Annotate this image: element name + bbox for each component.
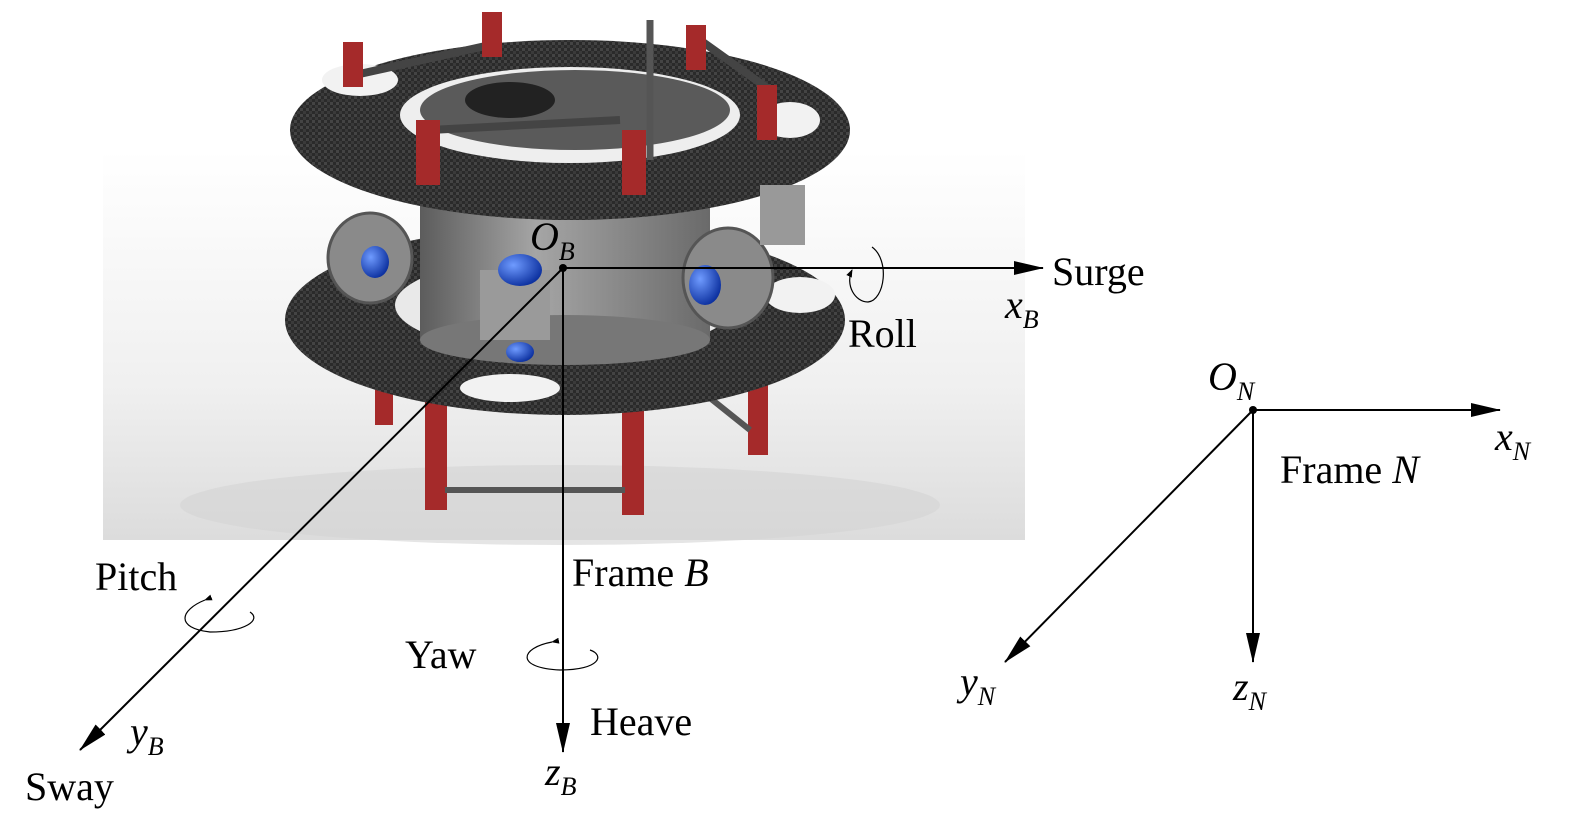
x-n-label: xN [1494, 414, 1532, 466]
upper-posts [343, 12, 777, 195]
z-n-label: zN [1232, 664, 1268, 716]
origin-b-label: OB [530, 214, 575, 266]
sway-label: Sway [25, 764, 114, 809]
y-n-axis [1004, 409, 1254, 663]
yaw-rotation-icon [526, 637, 599, 671]
pitch-rotation-icon [184, 594, 255, 633]
yaw-label: Yaw [405, 632, 477, 677]
thrusters [326, 185, 805, 362]
robot-render [103, 12, 1025, 545]
pitch-label: Pitch [95, 554, 177, 599]
heave-label: Heave [590, 699, 692, 744]
roll-label: Roll [848, 311, 917, 356]
y-n-label: yN [956, 659, 997, 711]
y-b-label: yB [126, 709, 164, 761]
frame-n-axes [1004, 403, 1501, 663]
roll-rotation-icon [846, 246, 884, 303]
frame-b-title: Frame B [572, 550, 709, 595]
frame-n-title: Frame N [1280, 447, 1421, 492]
origin-n-label: ON [1208, 354, 1256, 406]
x-b-label: xB [1004, 282, 1039, 334]
y-b-axis [79, 267, 564, 751]
frame-b-axes [79, 246, 1044, 753]
surge-label: Surge [1052, 249, 1145, 294]
z-b-label: zB [544, 749, 577, 801]
